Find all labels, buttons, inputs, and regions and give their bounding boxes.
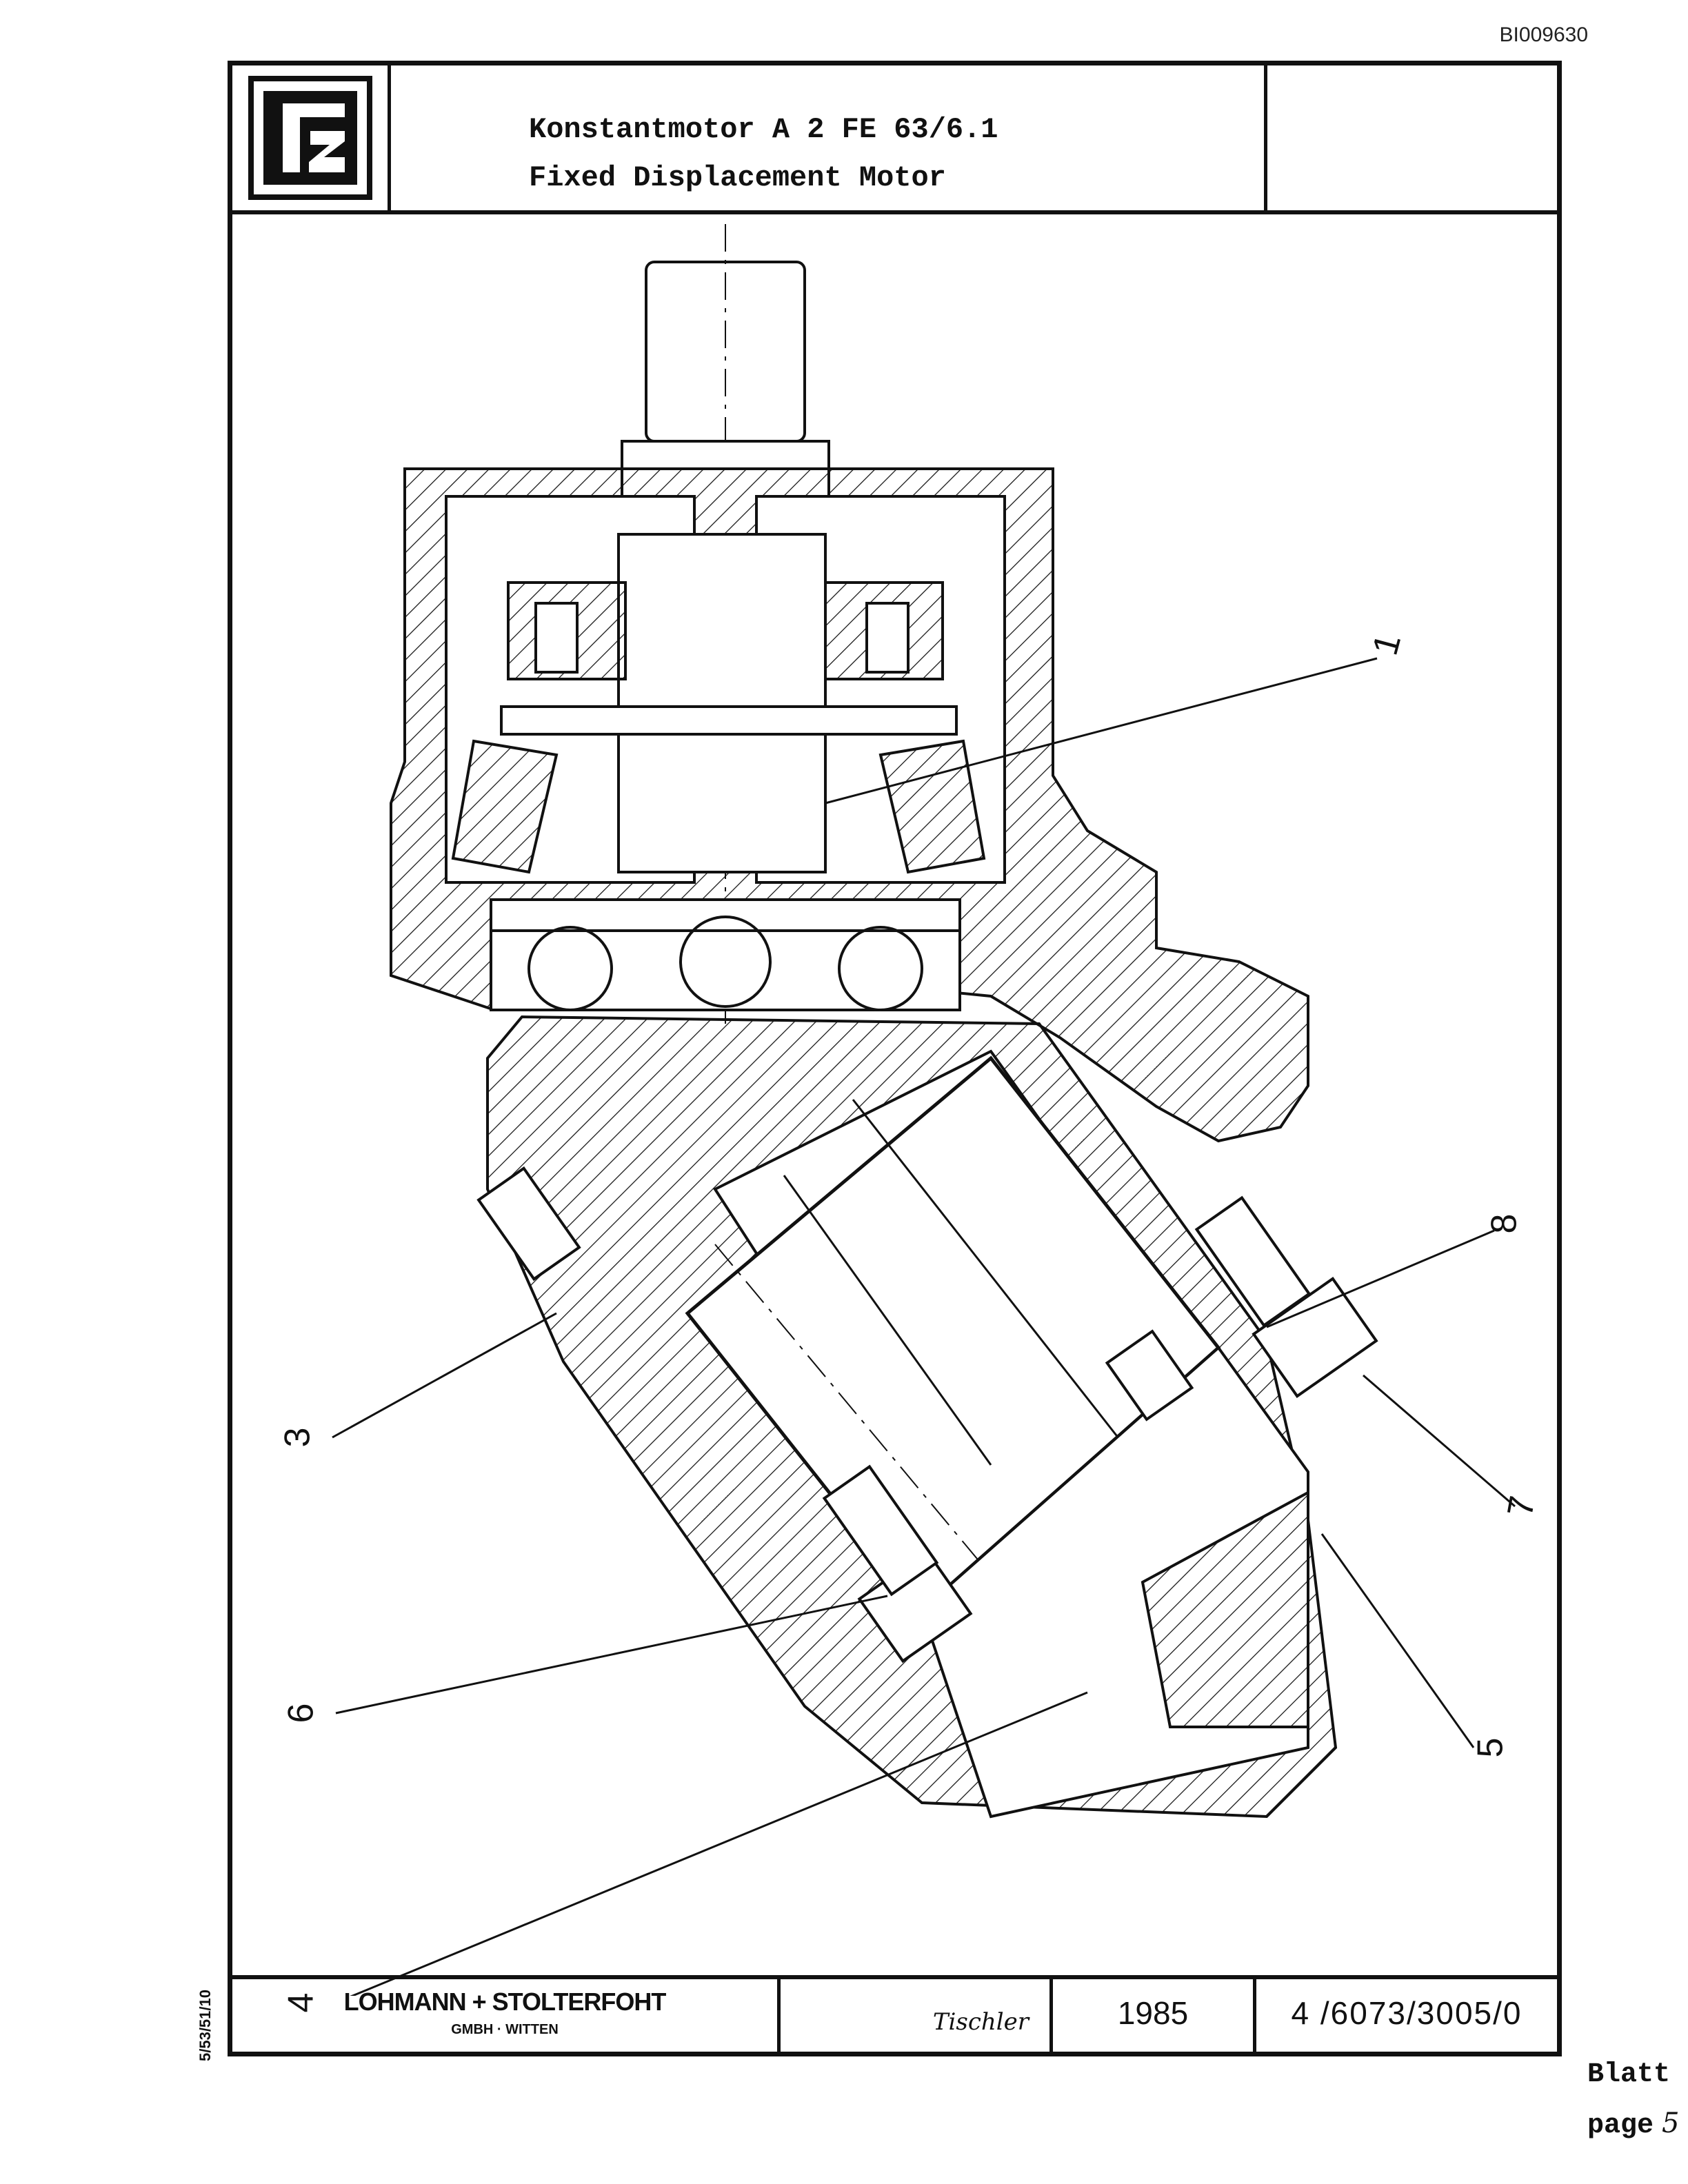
blatt-label: Blatt xyxy=(1587,2059,1671,2090)
signature-cell: Tischler xyxy=(781,1979,1053,2052)
page-label: page xyxy=(1587,2110,1654,2141)
ls-logo-icon xyxy=(248,76,372,200)
page-number: 5 xyxy=(1662,2107,1680,2139)
callout-8: 8 xyxy=(1484,1213,1525,1234)
drawing-number: 4 /6073/3005/0 xyxy=(1291,1995,1523,2031)
end-cover xyxy=(857,1277,1378,1819)
company-name: LOHMANN + STOLTERFOHT xyxy=(343,1988,667,2016)
drawing-sheet: Konstantmotor A 2 FE 63/6.1 Fixed Displa… xyxy=(228,61,1679,2141)
title-german: Konstantmotor A 2 FE 63/6.1 xyxy=(529,113,998,146)
title-blank-cell xyxy=(1267,65,1557,210)
tapered-bearings xyxy=(451,581,986,874)
callout-5: 5 xyxy=(1470,1737,1511,1758)
company-cell: LOHMANN + STOLTERFOHT GMBH · WITTEN xyxy=(232,1979,781,2052)
drive-flange xyxy=(490,898,961,1011)
fastening-bolts xyxy=(476,1166,1312,1597)
title-english: Fixed Displacement Motor xyxy=(529,161,946,194)
company-location: GMBH · WITTEN xyxy=(451,2022,559,2037)
side-code: 5/53/51/10 xyxy=(197,1990,214,2061)
callout-6: 6 xyxy=(281,1703,321,1723)
signature: Tischler xyxy=(932,2008,1029,2036)
cross-section-drawing xyxy=(332,224,1516,1996)
callout-3: 3 xyxy=(277,1427,318,1448)
year-cell: 1985 xyxy=(1053,1979,1256,2052)
footer-block: LOHMANN + STOLTERFOHT GMBH · WITTEN Tisc… xyxy=(232,1975,1557,2052)
leader-lines xyxy=(332,657,1516,1996)
drawing-title: Konstantmotor A 2 FE 63/6.1 Fixed Displa… xyxy=(391,65,1267,210)
document-id: BI009630 xyxy=(1499,23,1588,46)
company-logo xyxy=(232,65,391,210)
sheet-page-block: Blatt page 5 xyxy=(1587,2051,1679,2150)
title-block: Konstantmotor A 2 FE 63/6.1 Fixed Displa… xyxy=(232,65,1557,214)
